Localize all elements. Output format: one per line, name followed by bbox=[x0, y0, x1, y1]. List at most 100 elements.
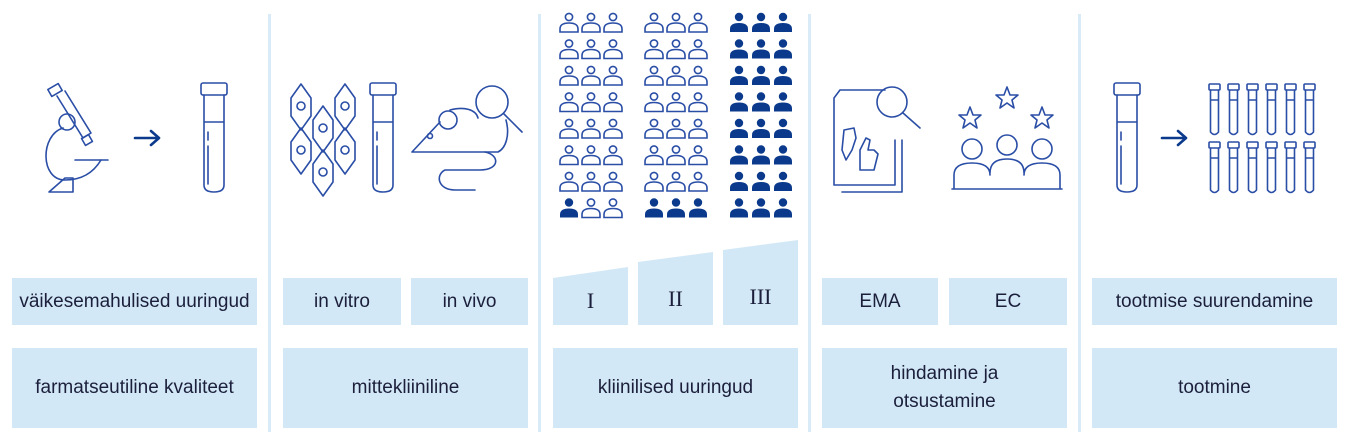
person-outline-icon bbox=[688, 145, 708, 166]
person-outline-icon bbox=[603, 145, 623, 166]
person-filled-icon bbox=[752, 12, 770, 32]
arrow-right-icon bbox=[133, 129, 161, 147]
person-outline-icon bbox=[688, 65, 708, 86]
person-filled-icon bbox=[730, 92, 748, 112]
person-filled-icon bbox=[752, 145, 770, 165]
phase-III-label: III bbox=[749, 284, 772, 309]
small-test-tube-icon bbox=[1284, 83, 1297, 136]
person-filled-icon bbox=[752, 118, 770, 138]
test-tube-icon bbox=[1113, 82, 1141, 193]
person-outline-icon bbox=[688, 39, 708, 60]
phase-bar-I bbox=[553, 267, 628, 325]
substep-label: in vivo bbox=[442, 290, 497, 312]
substep-label: tootmise suurendamine bbox=[1115, 290, 1314, 312]
small-test-tube-icon bbox=[1265, 83, 1278, 136]
document-review-icon bbox=[833, 86, 921, 193]
test-tubes-icon bbox=[1208, 83, 1316, 194]
person-outline-icon bbox=[644, 118, 664, 139]
person-outline-icon bbox=[581, 145, 601, 166]
person-outline-icon bbox=[666, 12, 686, 33]
person-filled-icon bbox=[667, 198, 685, 218]
stage-manufacturing: tootmine bbox=[1092, 348, 1337, 428]
person-outline-icon bbox=[666, 92, 686, 113]
person-outline-icon bbox=[644, 39, 664, 60]
divider bbox=[538, 14, 541, 432]
person-outline-icon bbox=[644, 171, 664, 192]
person-filled-icon bbox=[730, 145, 748, 165]
person-filled-icon bbox=[752, 39, 770, 59]
substep-small-scale-studies: väikesemahulised uuringud bbox=[12, 278, 257, 325]
person-filled-icon bbox=[730, 198, 748, 218]
person-filled-icon bbox=[730, 39, 748, 59]
person-outline-icon bbox=[644, 92, 664, 113]
mouse-magnifier-icon bbox=[411, 85, 523, 191]
person-outline-icon bbox=[581, 12, 601, 33]
person-outline-icon bbox=[581, 92, 601, 113]
person-filled-icon bbox=[774, 12, 792, 32]
small-test-tube-icon bbox=[1227, 141, 1240, 194]
phase-I-label: I bbox=[586, 288, 595, 313]
person-outline-icon bbox=[603, 65, 623, 86]
person-outline-icon bbox=[666, 145, 686, 166]
small-test-tube-icon bbox=[1208, 141, 1221, 194]
person-outline-icon bbox=[581, 39, 601, 60]
phase-bar-II bbox=[638, 252, 713, 325]
person-filled-icon bbox=[560, 198, 578, 218]
person-filled-icon bbox=[730, 65, 748, 85]
arrow-right-icon bbox=[1160, 129, 1188, 147]
person-outline-icon bbox=[603, 198, 623, 219]
person-filled-icon bbox=[774, 118, 792, 138]
person-outline-icon bbox=[559, 12, 579, 33]
substep-in-vivo: in vivo bbox=[411, 278, 528, 325]
person-outline-icon bbox=[688, 118, 708, 139]
person-outline-icon bbox=[644, 65, 664, 86]
person-filled-icon bbox=[730, 12, 748, 32]
person-filled-icon bbox=[730, 171, 748, 191]
stage-assessment-decision: hindamine ja otsustamine bbox=[822, 348, 1067, 428]
person-outline-icon bbox=[603, 118, 623, 139]
person-outline-icon bbox=[666, 118, 686, 139]
person-filled-icon bbox=[689, 198, 707, 218]
divider bbox=[1078, 14, 1081, 432]
person-filled-icon bbox=[752, 92, 770, 112]
test-tube-icon bbox=[200, 82, 228, 193]
stage-clinical-trials: kliinilised uuringud bbox=[553, 348, 798, 428]
divider bbox=[268, 14, 271, 432]
person-filled-icon bbox=[645, 198, 663, 218]
person-outline-icon bbox=[666, 65, 686, 86]
microscope-icon bbox=[45, 82, 109, 193]
phase-bars bbox=[553, 240, 798, 325]
person-outline-icon bbox=[666, 39, 686, 60]
person-outline-icon bbox=[581, 198, 601, 219]
small-test-tube-icon bbox=[1284, 141, 1297, 194]
person-filled-icon bbox=[752, 171, 770, 191]
person-outline-icon bbox=[666, 171, 686, 192]
person-filled-icon bbox=[774, 65, 792, 85]
stage-nonclinical: mittekliiniline bbox=[283, 348, 528, 428]
person-outline-icon bbox=[603, 92, 623, 113]
small-test-tube-icon bbox=[1227, 83, 1240, 136]
person-filled-icon bbox=[774, 198, 792, 218]
person-outline-icon bbox=[688, 171, 708, 192]
substep-ec: EC bbox=[949, 278, 1067, 325]
person-outline-icon bbox=[644, 145, 664, 166]
small-test-tube-icon bbox=[1246, 83, 1259, 136]
stage-label: mittekliiniline bbox=[351, 377, 460, 399]
person-outline-icon bbox=[559, 65, 579, 86]
substep-label: in vitro bbox=[314, 290, 370, 312]
substep-scale-up: tootmise suurendamine bbox=[1092, 278, 1337, 325]
stage-pharmaceutical-quality: farmatseutiline kvaliteet bbox=[12, 348, 257, 428]
person-outline-icon bbox=[559, 39, 579, 60]
person-filled-icon bbox=[730, 118, 748, 138]
person-outline-icon bbox=[603, 12, 623, 33]
phase-II-label: II bbox=[668, 286, 683, 311]
stage-label: kliinilised uuringud bbox=[597, 377, 754, 399]
person-outline-icon bbox=[603, 171, 623, 192]
person-outline-icon bbox=[559, 92, 579, 113]
person-outline-icon bbox=[559, 145, 579, 166]
person-filled-icon bbox=[752, 65, 770, 85]
small-test-tube-icon bbox=[1246, 141, 1259, 194]
people-grid-icon bbox=[559, 12, 792, 219]
person-outline-icon bbox=[603, 39, 623, 60]
person-outline-icon bbox=[581, 118, 601, 139]
